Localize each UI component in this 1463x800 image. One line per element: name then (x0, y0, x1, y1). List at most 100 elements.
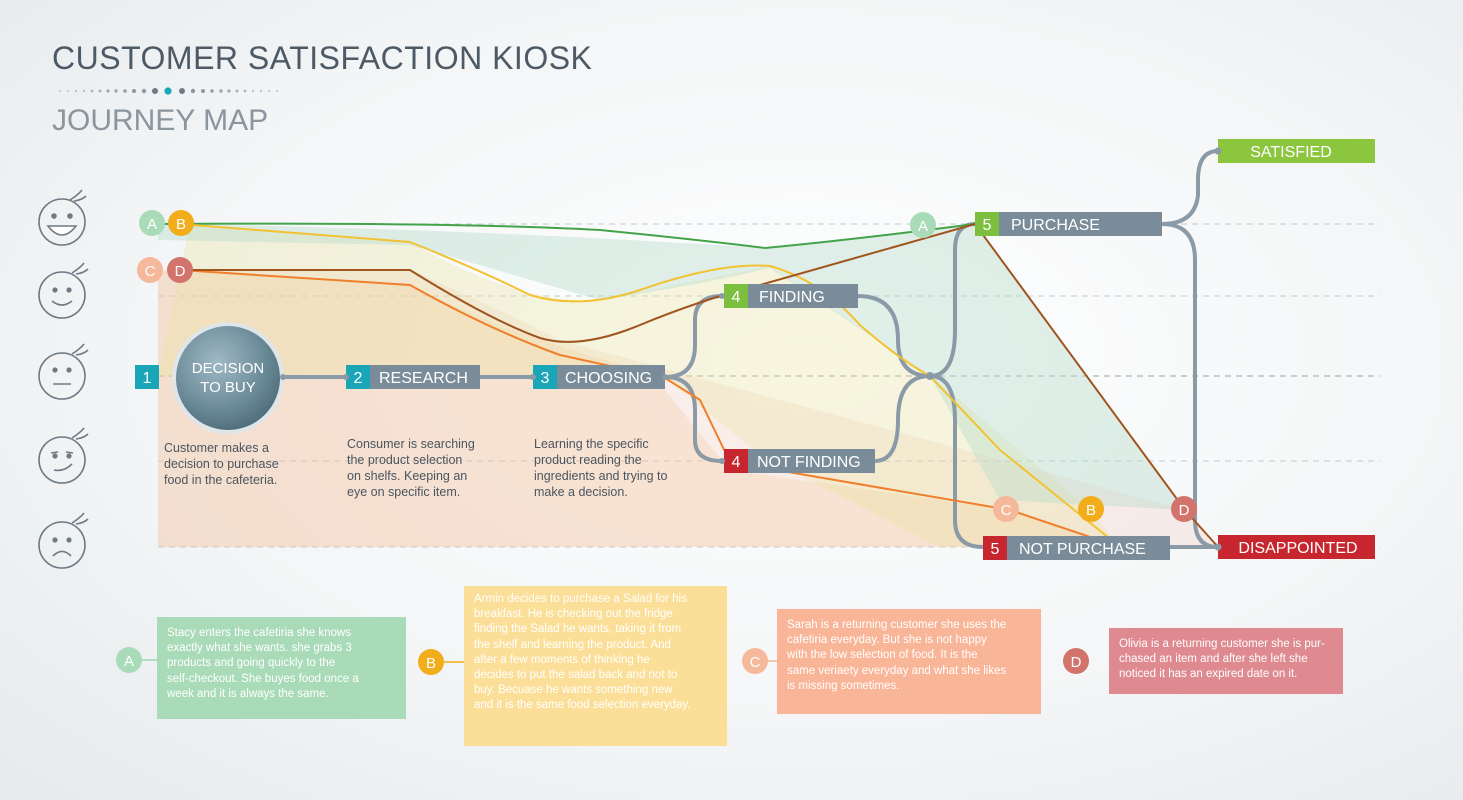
junction-dot (662, 374, 668, 380)
description-line: food in the cafeteria. (164, 473, 278, 487)
story-line: breakfast. He is checking out the fridge (474, 608, 673, 621)
disappointed-label: DISAPPOINTED (1238, 540, 1357, 557)
marker-b-label: B (176, 216, 186, 233)
persona-b-start-marker: B (168, 210, 194, 236)
junction-dot (1214, 543, 1222, 551)
flow-track (281, 149, 1220, 549)
page-subtitle: JOURNEY MAP (52, 104, 269, 137)
research-description: Consumer is searching the product select… (347, 436, 475, 500)
step-1-number: 1 (143, 370, 152, 387)
decision-label-line2: TO BUY (200, 379, 256, 396)
description-line: Consumer is searching (347, 437, 475, 451)
decision-circle (176, 326, 280, 430)
story-line: buy. Becuase he wants something new (474, 684, 673, 697)
emotion-area-fills (158, 224, 1215, 547)
step-4-not-finding-number: 4 (732, 454, 741, 471)
junction-dot (719, 293, 725, 299)
step-5-not-purchase-label: NOT PURCHASE (1019, 541, 1146, 558)
description-line: eye on specific item. (347, 485, 461, 499)
marker-d-label: D (1071, 654, 1082, 671)
story-c-card: Sarah is a returning customer she uses t… (777, 609, 1041, 714)
description-line: make a decision. (534, 485, 628, 499)
story-b-card: Armin decides to purchase a Salad for hi… (464, 586, 727, 746)
sad-face-icon (38, 512, 89, 569)
story-line: noticed it has an expired date on it. (1119, 668, 1298, 681)
smirk-face-icon (38, 427, 89, 484)
marker-b-label: B (426, 655, 436, 672)
step-5-not-purchase-number: 5 (991, 541, 1000, 558)
story-line: Stacy enters the cafetiria she knows (167, 627, 352, 639)
story-line: decides to put the salad back and not to (474, 669, 678, 682)
marker-c-label: C (145, 263, 156, 280)
description-line: decision to purchase (164, 457, 279, 471)
step-4-not-finding-label: NOT FINDING (757, 454, 861, 471)
persona-c-end-marker: C (993, 496, 1019, 522)
title-dot-divider (59, 87, 278, 95)
description-line: ingredients and trying to (534, 469, 668, 483)
choosing-description: Learning the specific product reading th… (534, 436, 667, 500)
story-line: same veriaety everyday and what she like… (787, 664, 1007, 677)
story-line: the shelf and learning the product. And (474, 638, 671, 651)
persona-a-end-marker: A (910, 212, 936, 238)
step-2-research: 2 RESEARCH (346, 365, 480, 389)
junction-dot (343, 374, 349, 380)
step-5-purchase: 5 PURCHASE (975, 212, 1162, 236)
step-3-label: CHOOSING (565, 370, 652, 387)
story-line: products and going quickly to the (167, 657, 336, 670)
step-5-not-purchase: 5 NOT PURCHASE (983, 536, 1170, 560)
persona-b-path (179, 223, 1121, 548)
story-line: is missing sometimes. (787, 679, 900, 692)
very-happy-face-icon (38, 189, 87, 246)
step-4-finding-number: 4 (732, 289, 741, 306)
story-line: with the low selection of food. It is th… (787, 649, 978, 662)
persona-d-end-marker: D (1171, 496, 1197, 522)
decision-label-line1: DECISION (192, 360, 265, 377)
story-line: finding the Salad he wants, taking it fr… (474, 623, 682, 636)
marker-a-label: A (918, 218, 928, 235)
story-b-marker: B (418, 649, 444, 675)
step-5-purchase-label: PURCHASE (1011, 217, 1100, 234)
story-line: and it is the same food selection everyd… (474, 699, 691, 712)
marker-d-label: D (1179, 502, 1190, 519)
story-line: Olivia is a returning customer she is pu… (1119, 638, 1325, 650)
description-line: Learning the specific (534, 437, 649, 451)
story-a-marker: A (116, 647, 142, 673)
persona-d-start-marker: D (167, 257, 193, 283)
step-2-number: 2 (354, 370, 363, 387)
junction-dot (719, 458, 725, 464)
area-fill-persona-c (158, 270, 1120, 547)
step-4-finding: 4 FINDING (724, 284, 858, 308)
junction-dot (280, 374, 286, 380)
area-fill-persona-b (158, 224, 1120, 547)
outcome-satisfied: SATISFIED (1218, 139, 1375, 163)
story-line: self-checkout. She buyes food once a (167, 672, 359, 685)
junction-dot (530, 374, 536, 380)
page-title: CUSTOMER SATISFACTION KIOSK (52, 40, 593, 76)
step-4-not-finding: 4 NOT FINDING (724, 449, 875, 473)
junction-dot (1214, 147, 1222, 155)
area-fill-persona-a (158, 224, 1185, 510)
story-line: week and it is always the same. (167, 687, 329, 700)
description-line: the product selection (347, 453, 463, 467)
marker-a-label: A (124, 653, 134, 670)
persona-a-start-marker: A (139, 210, 165, 236)
outcome-disappointed: DISAPPOINTED (1218, 535, 1375, 559)
marker-a-label: A (147, 216, 157, 233)
story-line: Armin decides to purchase a Salad for hi… (474, 593, 687, 605)
step-4-finding-label: FINDING (759, 289, 825, 306)
story-c-marker: C (742, 648, 768, 674)
step-5-purchase-number: 5 (983, 217, 992, 234)
persona-b-end-marker: B (1078, 496, 1104, 522)
step-3-choosing: 3 CHOOSING (533, 365, 665, 389)
marker-c-label: C (750, 654, 761, 671)
marker-b-label: B (1086, 502, 1096, 519)
happy-face-icon (38, 262, 89, 319)
junction-dot (926, 372, 934, 380)
story-line: exactly what she wants. she grabs 3 (167, 642, 352, 655)
persona-a-path (151, 222, 976, 250)
story-d-marker: D (1063, 648, 1089, 674)
step-2-label: RESEARCH (379, 370, 468, 387)
story-line: chased an item and after she left she (1119, 653, 1308, 666)
story-line: Sarah is a returning customer she uses t… (787, 619, 1007, 631)
